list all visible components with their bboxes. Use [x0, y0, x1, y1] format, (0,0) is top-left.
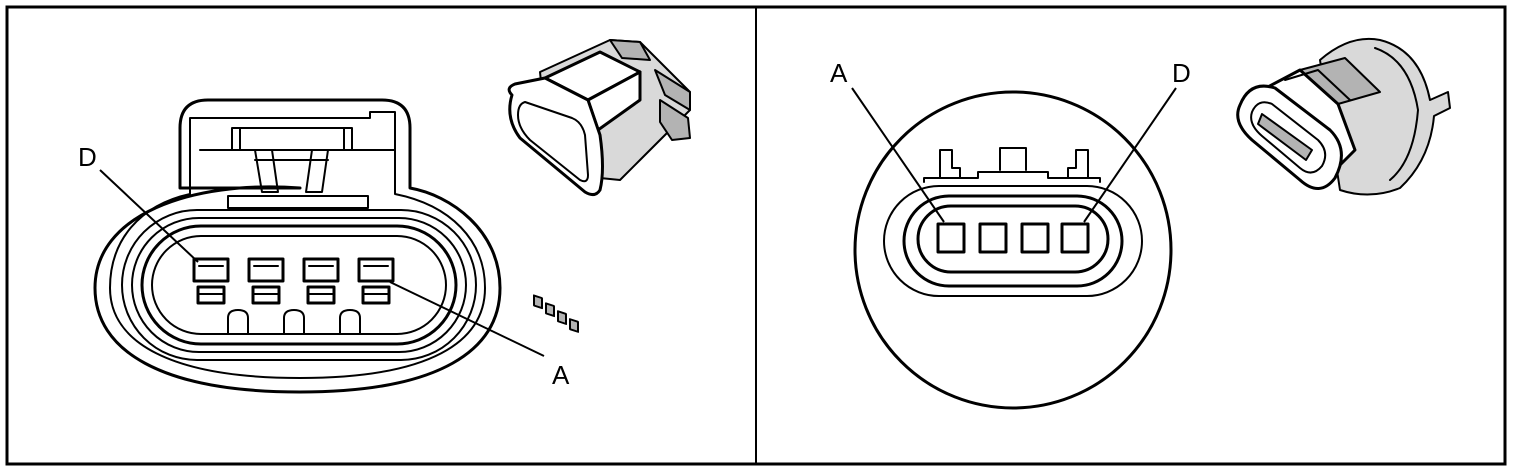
pin-d-label: D [78, 142, 97, 172]
component-cavity-d [1060, 222, 1090, 254]
left-connector-latch [199, 127, 396, 209]
left-panel-harness-connector: D A [78, 98, 570, 394]
right-connector-3d-view [1236, 37, 1451, 196]
cavity-b [302, 257, 340, 305]
left-connector-seal-ring-3 [140, 224, 458, 346]
leader-line-pin-d-right [1083, 87, 1177, 223]
component-connector-outer-face [902, 194, 1124, 288]
pin-a-label: A [552, 360, 570, 390]
component-connector-seal [883, 185, 1143, 297]
left-connector-face [151, 235, 447, 335]
pin-a-label-right: A [830, 58, 848, 88]
left-connector-3d-view [507, 39, 691, 333]
left-connector-terminal-cavities [192, 257, 395, 305]
left-connector-outer-body [93, 98, 502, 394]
component-cavity-b [978, 222, 1008, 254]
component-cavity-c [1020, 222, 1050, 254]
leader-line-pin-a-right [851, 87, 945, 223]
left-connector-body-inner-contour [109, 111, 486, 379]
component-connector-housing-circle [853, 90, 1173, 410]
pin-d-label-right: D [1172, 58, 1191, 88]
left-connector-keys [227, 309, 361, 335]
cavity-a [357, 257, 395, 305]
left-connector-seal-ring-2 [131, 217, 467, 353]
component-cavity-a [936, 222, 966, 254]
component-connector-inner-face [916, 204, 1110, 274]
cavity-c [247, 257, 285, 305]
right-panel-component-connector: A D [830, 58, 1191, 410]
leader-line-pin-d [99, 169, 199, 263]
component-connector-terminal-cavities [936, 222, 1090, 254]
component-connector-lock-tabs [923, 147, 1101, 183]
leader-line-pin-a [389, 281, 545, 357]
left-connector-seal-ring-1 [121, 209, 477, 361]
cavity-d [192, 257, 230, 305]
